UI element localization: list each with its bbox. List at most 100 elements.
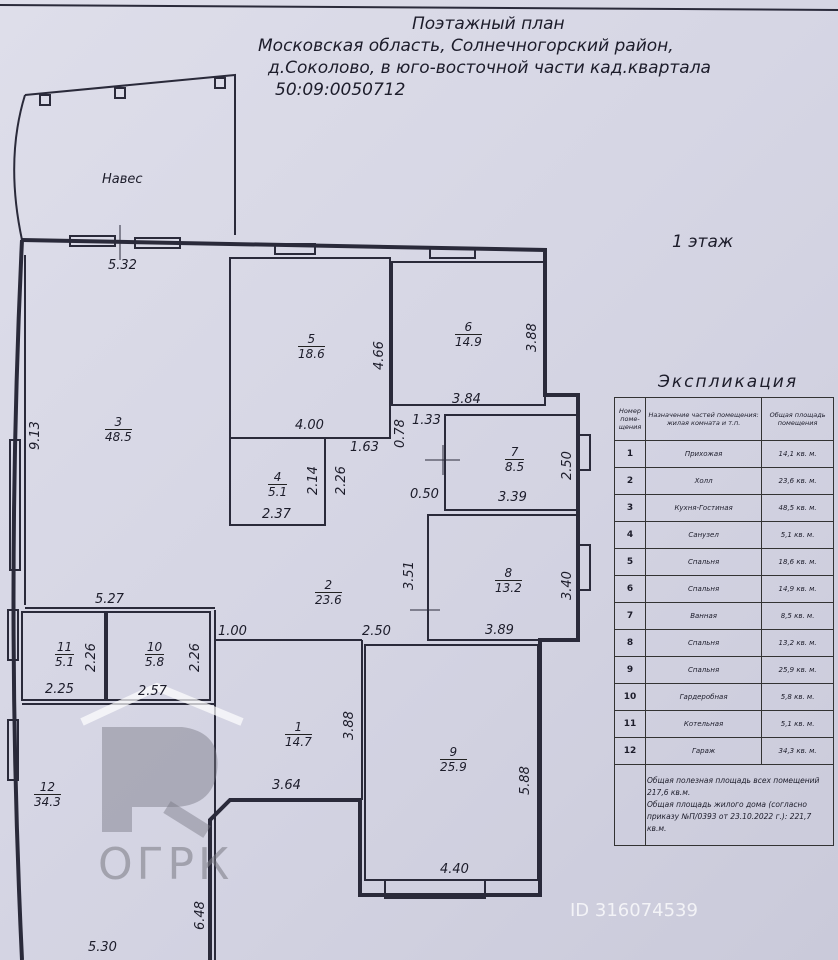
cell-purpose: Ванная — [644, 602, 763, 630]
footer-blank — [614, 764, 646, 846]
dimension: 5.30 — [88, 940, 117, 955]
cell-purpose: Спальня — [644, 548, 763, 576]
cell-purpose: Котельная — [644, 710, 763, 738]
canopy-label: Навес — [102, 172, 143, 187]
total-house-area: Общая площадь жилого дома (согласно прик… — [647, 800, 812, 833]
cell-number: 8 — [614, 629, 646, 657]
dimension: 3.84 — [452, 392, 481, 407]
dimension: 1.63 — [350, 440, 379, 455]
dimension: 2.50 — [560, 451, 575, 480]
canopy-outline — [24, 73, 236, 235]
dimension: 2.57 — [138, 684, 167, 699]
floor-label: 1 этаж — [672, 232, 734, 252]
dimension: 3.64 — [272, 778, 301, 793]
dimension: 6.48 — [193, 901, 208, 930]
cell-area: 13,2 кв. м. — [761, 629, 834, 657]
dimension: 3.51 — [402, 561, 417, 590]
cell-purpose: Прихожая — [644, 440, 763, 468]
dimension: 2.26 — [84, 643, 99, 672]
cell-purpose: Кухня-Гостиная — [644, 494, 763, 522]
dimension: 3.40 — [560, 571, 575, 600]
dimension: 0.50 — [410, 487, 439, 502]
watermark-logo-text: ОГРК — [98, 839, 234, 890]
cell-purpose: Спальня — [644, 629, 763, 657]
dimension: 2.26 — [188, 643, 203, 672]
cell-purpose: Гараж — [644, 737, 763, 765]
total-useful-area: Общая полезная площадь всех помещений 21… — [647, 776, 820, 797]
cell-purpose: Спальня — [644, 575, 763, 603]
cell-purpose: Санузел — [644, 521, 763, 549]
cell-area: 5,8 кв. м. — [761, 683, 834, 711]
dimension: 2.50 — [362, 624, 391, 639]
cell-number: 9 — [614, 656, 646, 684]
cell-number: 11 — [614, 710, 646, 738]
dimension: 4.66 — [372, 341, 387, 370]
header-number: Номер поме-щения — [614, 397, 646, 441]
cell-number: 3 — [614, 494, 646, 522]
dimension: 3.89 — [485, 623, 514, 638]
cell-purpose: Холл — [644, 467, 763, 495]
cell-area: 34,3 кв. м. — [761, 737, 834, 765]
dimension: 9.13 — [28, 421, 43, 450]
cell-number: 2 — [614, 467, 646, 495]
cell-area: 5,1 кв. м. — [761, 521, 834, 549]
header-area: Общая площадь помещения — [761, 397, 834, 441]
cadastral-number: 50:09:0050712 — [275, 80, 406, 100]
cell-number: 1 — [614, 440, 646, 468]
dimension: 2.26 — [334, 466, 349, 495]
dimension: 3.88 — [525, 323, 540, 352]
dimension: 5.32 — [108, 258, 137, 273]
cell-area: 18,6 кв. м. — [761, 548, 834, 576]
dimension: 1.00 — [218, 624, 247, 639]
dimension: 2.14 — [306, 466, 321, 495]
dimension: 3.39 — [498, 490, 527, 505]
cell-purpose: Гардеробная — [644, 683, 763, 711]
dimension: 2.37 — [262, 507, 291, 522]
cell-number: 5 — [614, 548, 646, 576]
dimension: 4.00 — [295, 418, 324, 433]
dimension: 3.88 — [342, 711, 357, 740]
plan-address-line2: д.Соколово, в юго-восточной части кад.кв… — [268, 58, 711, 78]
watermark-listing-id: ID 316074539 — [570, 900, 698, 921]
header-purpose: Назначение частей помещения: жилая комна… — [644, 397, 763, 441]
cell-area: 25,9 кв. м. — [761, 656, 834, 684]
watermark-logo-icon — [80, 682, 244, 838]
cell-area: 14,1 кв. м. — [761, 440, 834, 468]
cell-number: 12 — [614, 737, 646, 765]
cell-number: 7 — [614, 602, 646, 630]
explication-footer: Общая полезная площадь всех помещений 21… — [645, 764, 834, 846]
plan-title: Поэтажный план — [412, 14, 565, 34]
dimension: 5.88 — [518, 766, 533, 795]
explication-table: Номер поме-щения Назначение частей помещ… — [614, 397, 834, 846]
dimension: 5.27 — [95, 592, 124, 607]
cell-area: 48,5 кв. м. — [761, 494, 834, 522]
cell-area: 14,9 кв. м. — [761, 575, 834, 603]
cell-area: 5,1 кв. м. — [761, 710, 834, 738]
dimension: 0.78 — [393, 419, 408, 448]
dimension: 1.33 — [412, 413, 441, 428]
cell-purpose: Спальня — [644, 656, 763, 684]
plan-address-line1: Московская область, Солнечногорский райо… — [258, 36, 674, 56]
